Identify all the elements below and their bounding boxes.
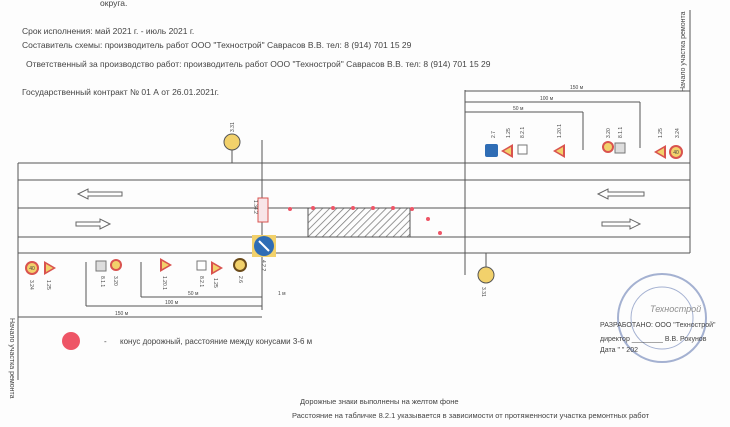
svg-text:8.1.1: 8.1.1: [618, 127, 624, 138]
svg-text:Технострой: Технострой: [650, 304, 701, 314]
svg-text:3.24: 3.24: [28, 280, 34, 290]
signs-top: 40: [223, 133, 683, 159]
dim-150-bottom: 150 м: [115, 311, 129, 317]
dim-1-bottom: 1 м: [278, 291, 286, 297]
distance-note: Расстояние на табличке 8.2.1 указывается…: [292, 411, 650, 420]
svg-text:1.25: 1.25: [45, 280, 51, 290]
sign-3-31-icon: [223, 133, 241, 151]
cone-legend-icon: [62, 332, 80, 350]
plate-8-2-1-icon: [196, 260, 207, 271]
arrow-left-icon: [596, 188, 645, 200]
dim-150-top: 150 м: [570, 85, 584, 91]
sign-2-7-icon: [485, 144, 498, 157]
header-fragment: округа.: [100, 0, 128, 8]
director-text: директор ________ В.В. Рокунов: [600, 336, 707, 343]
dim-50-top: 50 м: [513, 106, 524, 112]
svg-text:2.6: 2.6: [237, 276, 243, 283]
lane-arrows: [75, 188, 645, 230]
plate-8-1-1-icon: [614, 142, 626, 154]
svg-text:3.20: 3.20: [112, 276, 118, 286]
dim-100-top: 100 м: [540, 96, 554, 102]
author-text: Составитель схемы: производитель работ О…: [22, 40, 412, 50]
repair-start-label-top: Начало участка ремонта: [680, 11, 687, 92]
arrow-right-icon: [601, 218, 642, 230]
svg-text:3.31: 3.31: [230, 122, 236, 132]
svg-text:8.2.1: 8.2.1: [520, 127, 526, 138]
svg-text:2.7: 2.7: [491, 131, 497, 138]
svg-text:1.20.1: 1.20.1: [161, 276, 167, 290]
svg-text:3.20: 3.20: [606, 128, 612, 138]
dim-50-bottom: 50 м: [188, 291, 199, 297]
svg-text:40: 40: [673, 150, 679, 156]
svg-text:8.2.1: 8.2.1: [198, 276, 204, 287]
svg-text:40: 40: [29, 266, 35, 272]
svg-text:8.1.1: 8.1.1: [99, 276, 105, 287]
svg-text:1.25: 1.25: [506, 128, 512, 138]
svg-text:1.34.2: 1.34.2: [252, 200, 258, 214]
plate-8-1-1-icon: [95, 260, 107, 272]
svg-text:1.25: 1.25: [212, 278, 218, 288]
cone-legend-text: конус дорожный, расстояние между конусам…: [120, 337, 312, 346]
company-stamp: Технострой: [617, 273, 707, 363]
repair-start-label-bottom: Начало участка ремонта: [8, 318, 15, 399]
plate-8-2-1-icon: [517, 144, 528, 155]
date-text: Дата " " 202: [600, 347, 638, 354]
svg-text:1.20.1: 1.20.1: [557, 124, 563, 138]
arrow-left-icon: [76, 188, 123, 200]
svg-text:3.31: 3.31: [480, 287, 486, 297]
svg-text:3.24: 3.24: [675, 128, 681, 138]
work-zone-hatch: [307, 207, 411, 238]
sign-3-31-icon: [477, 266, 495, 284]
signs-bottom: 40: [25, 197, 495, 284]
svg-text:-: -: [104, 337, 107, 346]
svg-text:1.25: 1.25: [658, 128, 664, 138]
deadline-text: Срок исполнения: май 2021 г. - июль 2021…: [22, 26, 195, 36]
arrow-right-icon: [75, 218, 112, 230]
cones: [288, 206, 442, 235]
dim-100-bottom: 100 м: [165, 300, 179, 306]
developer-text: РАЗРАБОТАНО: ООО "Технострой": [600, 321, 716, 329]
contract-text: Государственный контракт № 01 А от 26.01…: [22, 87, 220, 97]
yellow-note: Дорожные знаки выполнены на желтом фоне: [300, 397, 459, 406]
svg-text:4.2.2: 4.2.2: [260, 260, 266, 271]
responsible-text: Ответственный за производство работ: про…: [26, 59, 491, 69]
sign-1-34-2-icon: [257, 197, 269, 223]
